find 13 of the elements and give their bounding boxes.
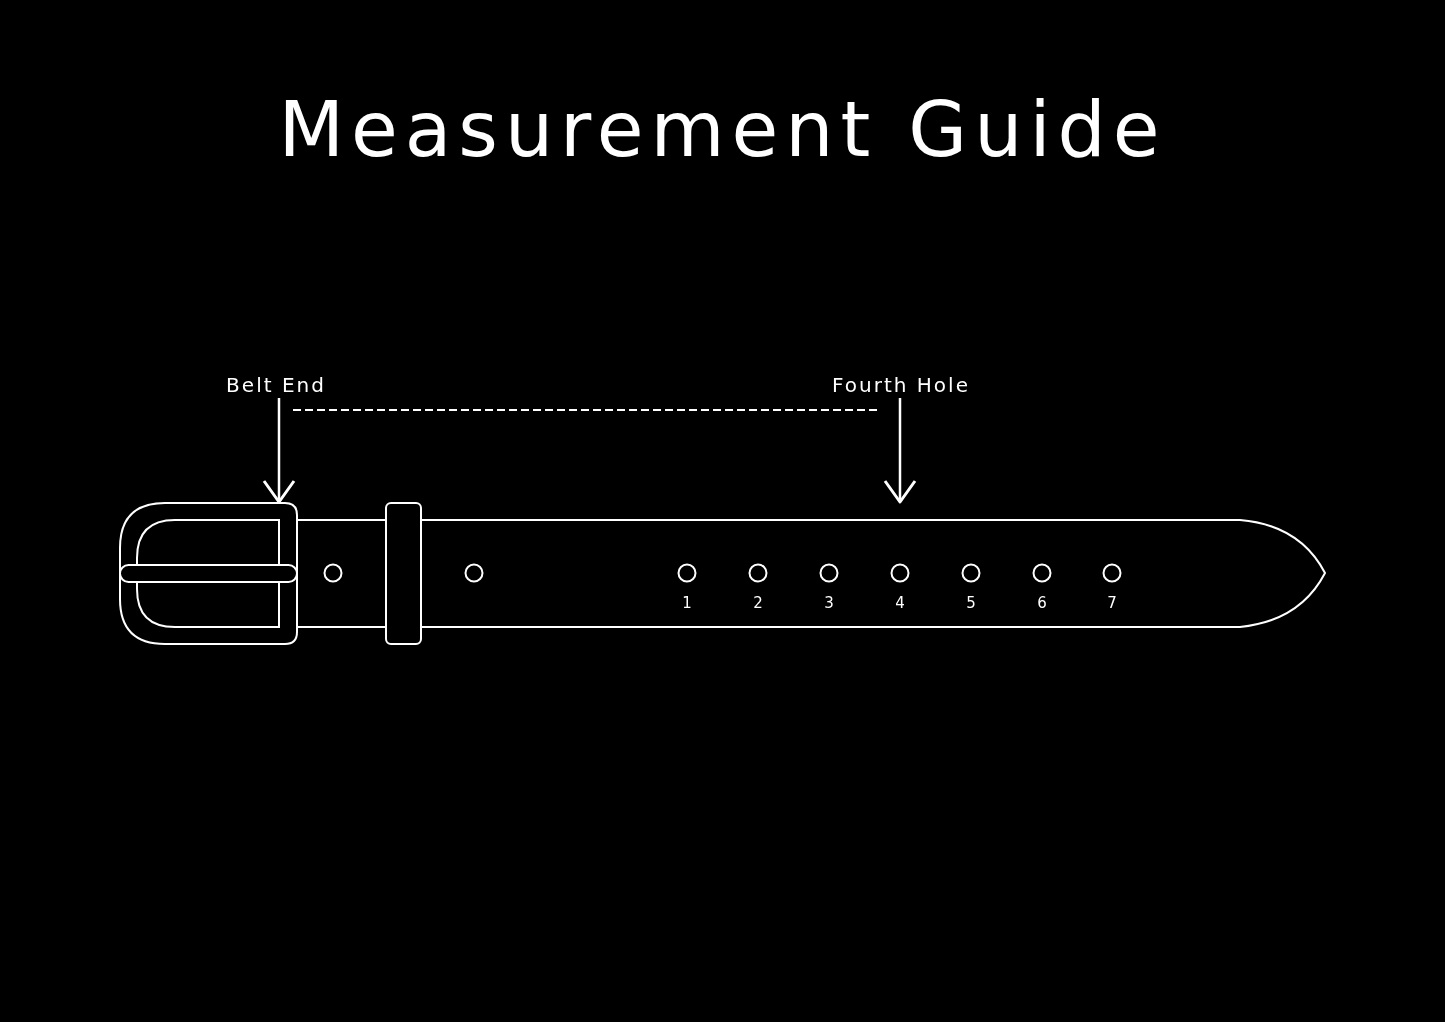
hole-number: 7 [1107,594,1117,612]
hole-number: 2 [753,594,763,612]
hole-number: 6 [1037,594,1047,612]
callout-label: Fourth Hole [832,373,970,397]
arrow [262,398,296,504]
hole-number: 4 [895,594,905,612]
belt-drawing [119,502,1326,645]
title: Measurement Guide [278,88,1167,172]
callout-label: Belt End [226,373,326,397]
hole-number: 3 [824,594,834,612]
hole-number: 5 [966,594,976,612]
hole-number: 1 [682,594,692,612]
arrow [883,398,917,504]
